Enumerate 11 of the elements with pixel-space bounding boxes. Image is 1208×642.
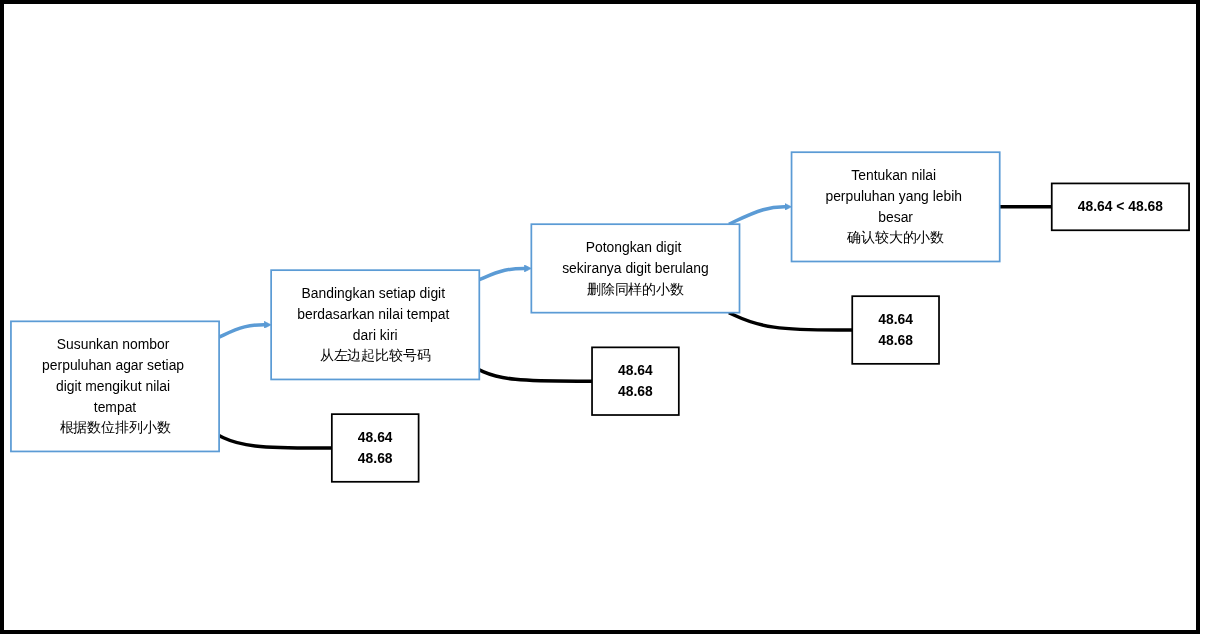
node-box: Susunkan nombor perpuluhan agar setiap digit mengikut nilai tempat 根据数位排列小数 [10, 320, 220, 453]
connector [728, 311, 853, 332]
node-box: 48.64 < 48.68 [1050, 182, 1190, 232]
node-box: 48.64 48.68 [851, 295, 940, 365]
arrow [728, 203, 792, 226]
node-box: Bandingkan setiap digit berdasarkan nilai tempat dari kiri 从左边起比较号码 [270, 269, 481, 381]
node-box: 48.64 48.68 [330, 413, 420, 483]
connector [999, 205, 1052, 209]
node-box: 48.64 48.68 [591, 346, 680, 416]
node-box: Tentukan nilai perpuluhan yang lebih besar 确认较大的小数 [790, 151, 1001, 263]
node-box: Potongkan digit sekiranya digit berulang 删除同样的小数 [530, 223, 741, 314]
